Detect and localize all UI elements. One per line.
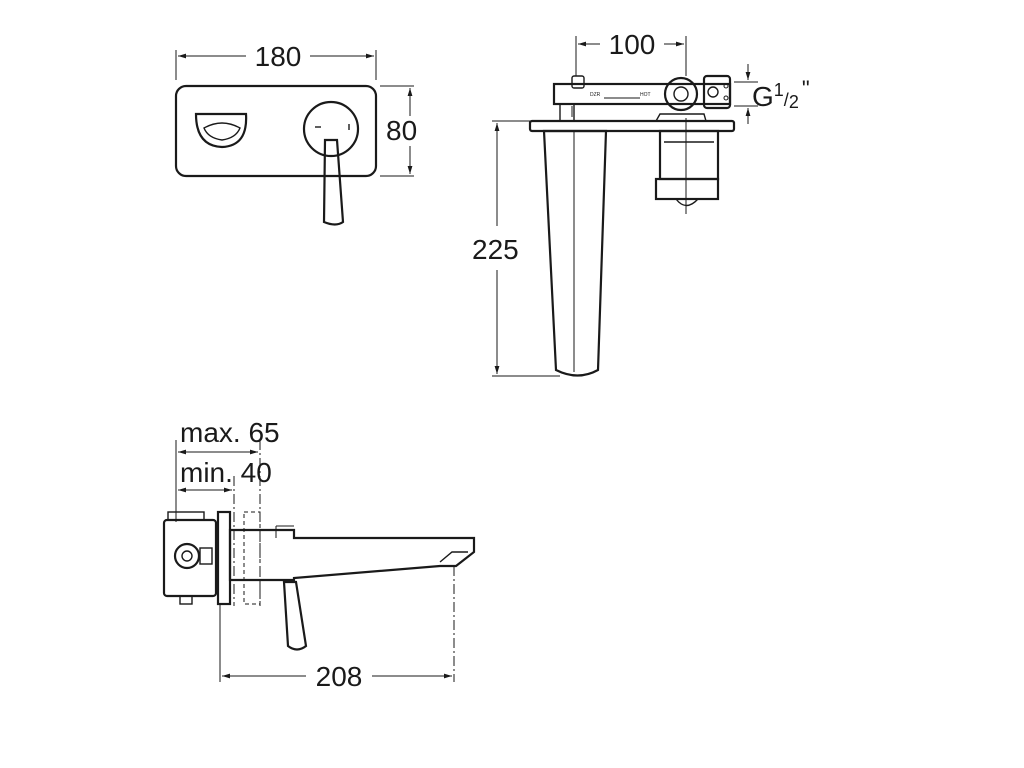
side-connector-round [663,76,699,112]
lever-cap [302,100,360,158]
side-connector-square [702,74,732,110]
section-lever [282,580,308,651]
side-lever-cap [654,177,720,201]
side-plate [528,119,736,133]
dim-80: 80 [386,88,417,174]
dim-label-180: 180 [255,41,302,72]
dim-label-225: 225 [472,234,519,265]
dim-label-min40: min. 40 [180,457,272,488]
side-view: 100 225 G1/2" DZ [472,29,810,377]
in-wall-box [162,518,218,598]
side-spout [542,129,608,377]
dim-max65: max. 65 [178,417,280,455]
section-view: max. 65 min. 40 208 [162,417,476,692]
section-plate [216,510,232,606]
dim-label-thread: G1/2" [752,76,810,112]
dim-label-208: 208 [316,661,363,692]
front-view: 180 80 [174,41,417,226]
dim-label-max65: max. 65 [180,417,280,448]
dim-thread: G1/2" [734,64,810,124]
section-spout [228,528,476,582]
dim-min40: min. 40 [178,457,272,493]
label-cold: DZR [590,92,601,98]
dim-180: 180 [178,41,374,72]
dim-label-100: 100 [609,29,656,60]
dim-label-80: 80 [386,115,417,146]
outlet-window [194,112,248,149]
dim-208: 208 [222,661,452,692]
label-hot: HOT [640,92,651,98]
lever-handle [322,138,345,226]
dim-225: 225 [472,123,519,374]
side-lever-body [658,129,720,181]
dim-100: 100 [578,29,684,60]
inlet-connector [173,542,201,570]
wall-plate [174,84,378,178]
